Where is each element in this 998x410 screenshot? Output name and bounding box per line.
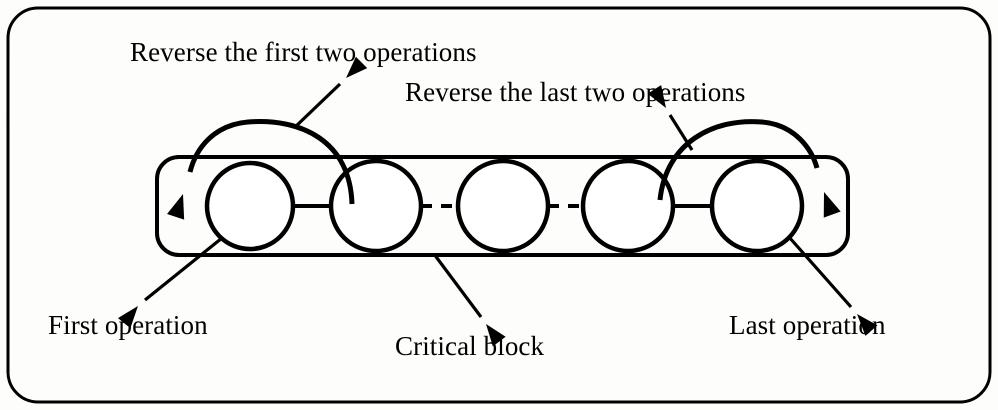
critical-block-rect xyxy=(155,155,850,257)
leader-first-operation xyxy=(143,236,224,302)
swap-arc-first-two-arrowhead xyxy=(167,194,185,220)
leader-reverse-last xyxy=(668,114,694,151)
operation-node-1 xyxy=(204,160,296,252)
swap-arc-last-two xyxy=(657,119,820,201)
label-last-operation: Last operation xyxy=(729,310,886,340)
label-reverse-last-two-operations: Reverse the last two operations xyxy=(405,77,746,107)
leader-last-operation-arrowhead xyxy=(857,314,878,336)
leader-reverse-first xyxy=(292,82,342,130)
operation-node-3 xyxy=(455,158,551,254)
label-first-operation: First operation xyxy=(48,310,208,340)
swap-arc-first-two xyxy=(187,119,355,205)
operation-node-2 xyxy=(328,158,424,254)
leader-reverse-first-arrowhead xyxy=(346,56,368,78)
leader-reverse-last-arrowhead xyxy=(647,85,666,108)
operation-node-5 xyxy=(709,158,805,254)
label-reverse-first-two-operations: Reverse the first two operations xyxy=(130,37,477,67)
leader-first-operation-arrowhead xyxy=(117,306,138,329)
leader-critical-block xyxy=(432,253,483,318)
operation-node-4 xyxy=(580,158,676,254)
leader-critical-block-arrowhead xyxy=(486,324,506,347)
label-critical-block: Critical block xyxy=(395,331,545,361)
swap-arc-last-two-arrowhead xyxy=(823,192,841,218)
leader-last-operation xyxy=(787,235,853,309)
